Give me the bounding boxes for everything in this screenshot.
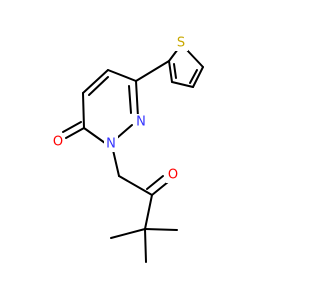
bond-c-c <box>171 81 194 88</box>
bond-n2-ch2 <box>112 149 120 177</box>
oxygen-ring-label: O <box>53 135 63 150</box>
nitrogen-top-label: N <box>136 115 146 130</box>
molecule-canvas: S N N O O <box>51 35 204 263</box>
atom-label-n2: N <box>104 136 118 152</box>
bond-co-cq <box>144 194 153 230</box>
bond-c5-c4 <box>82 69 109 94</box>
molecule-structure: S N N O O <box>51 35 204 263</box>
bond-c-c-double <box>189 69 198 84</box>
atom-label-o-ketone: O <box>166 167 180 183</box>
bond-c3-o <box>65 127 85 139</box>
thiophene-ring <box>168 48 204 88</box>
bond-n2-n1 <box>116 124 133 139</box>
bond-cq-me1 <box>110 228 146 239</box>
bond-c-c-inner <box>173 63 177 79</box>
bond-c3-n2 <box>83 127 106 144</box>
oxygen-ketone-label: O <box>168 168 178 183</box>
bond-c4-c3 <box>82 92 85 129</box>
bond-c6-c5 <box>107 69 137 82</box>
sulfur-label: S <box>177 36 185 51</box>
bond-n1-c6 <box>135 80 139 118</box>
bond-ring-link <box>135 60 170 82</box>
bond-ch2-co <box>118 175 153 196</box>
bond-c5-c4-double <box>88 76 109 96</box>
nitrogen-bottom-label: N <box>106 137 116 152</box>
atom-label-o-ring: O <box>51 134 65 150</box>
bond-c-c <box>192 66 204 88</box>
atom-label-n1: N <box>134 114 148 130</box>
pyridazinone-ring <box>82 69 139 144</box>
bond-co-o <box>151 181 169 196</box>
bond-s-c <box>185 48 204 68</box>
bond-co-o-double <box>146 175 164 190</box>
atom-label-s: S <box>174 35 188 51</box>
bond-cq-me2 <box>144 228 178 231</box>
bond-c-c-double-2 <box>168 60 173 83</box>
bond-c3-o-double <box>62 121 82 133</box>
bond-n1-c6-double <box>128 85 132 114</box>
bond-cq-me3 <box>144 228 147 263</box>
